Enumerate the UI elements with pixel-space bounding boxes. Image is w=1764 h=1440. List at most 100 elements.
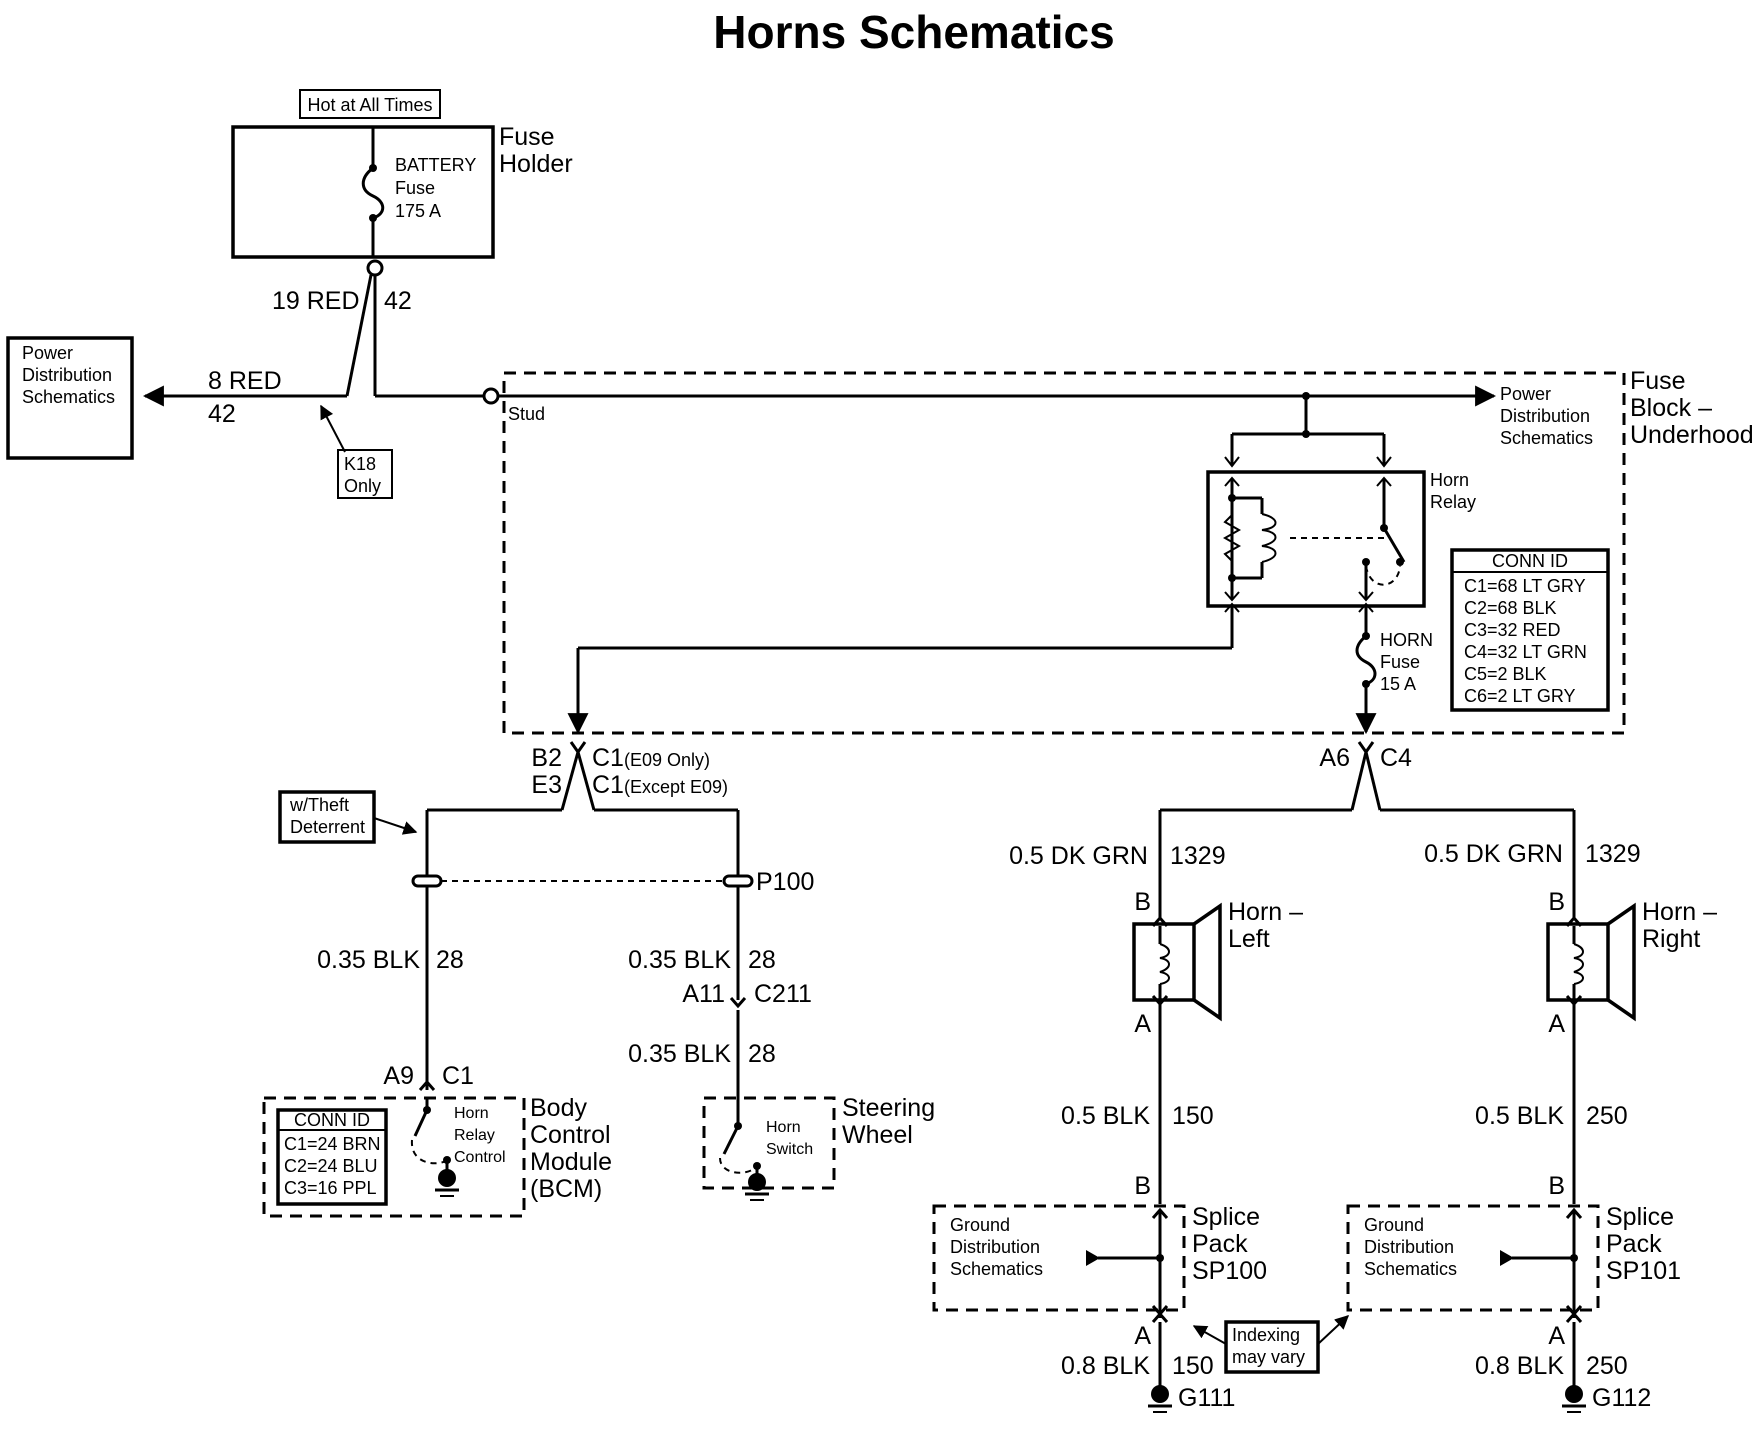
splice-pack-sp101: B Ground Distribution Schematics Splice …	[1346, 1172, 1681, 1350]
svg-text:28: 28	[748, 946, 776, 974]
wire-19-red	[345, 274, 373, 397]
svg-text:Wheel: Wheel	[842, 1121, 913, 1149]
svg-text:K18: K18	[344, 454, 376, 474]
horn-relay-label: Horn	[1430, 470, 1469, 490]
svg-text:Fuse: Fuse	[1380, 652, 1420, 672]
svg-text:Relay: Relay	[1430, 492, 1476, 512]
svg-text:250: 250	[1586, 1102, 1628, 1130]
conn-id-table-bcm: CONN ID C1=24 BRN C2=24 BLU C3=16 PPL	[276, 1108, 388, 1206]
svg-text:Power: Power	[22, 343, 73, 363]
svg-text:Ground: Ground	[1364, 1215, 1424, 1235]
svg-text:Pack: Pack	[1606, 1230, 1662, 1258]
svg-text:150: 150	[1172, 1352, 1214, 1380]
horn-relay: Horn Relay	[1206, 470, 1476, 608]
svg-text:Indexing: Indexing	[1232, 1325, 1300, 1345]
svg-text:Horn: Horn	[454, 1105, 489, 1122]
svg-text:A: A	[1548, 1322, 1565, 1350]
svg-text:A9: A9	[383, 1062, 414, 1090]
horn-fuse-icon	[1355, 634, 1377, 686]
svg-text:C211: C211	[754, 980, 812, 1008]
ground-distribution-ref-left[interactable]	[1086, 1250, 1100, 1266]
horn-left: B Horn – Left A	[1132, 888, 1303, 1038]
battery-fuse-icon	[361, 166, 385, 220]
svg-text:Distribution: Distribution	[1364, 1237, 1454, 1257]
svg-text:Pack: Pack	[1192, 1230, 1248, 1258]
svg-text:B: B	[1548, 888, 1565, 916]
svg-text:Control: Control	[530, 1121, 611, 1149]
connector-a9-c1	[418, 1079, 436, 1091]
svg-text:A6: A6	[1319, 744, 1350, 772]
fuse-holder: Hot at All Times Fuse Holder BATTERY Fus…	[231, 89, 573, 277]
sp101-label: Splice	[1606, 1203, 1674, 1231]
svg-text:0.5 DK GRN: 0.5 DK GRN	[1009, 842, 1148, 870]
svg-text:Underhood: Underhood	[1630, 421, 1754, 449]
svg-text:C5=2 BLK: C5=2 BLK	[1464, 664, 1547, 684]
g111-ground-icon	[1151, 1385, 1169, 1403]
svg-text:C4: C4	[1380, 744, 1412, 772]
svg-text:Relay: Relay	[454, 1127, 495, 1144]
power-distribution-ref-left[interactable]	[6, 336, 134, 460]
connector-b2-e3	[569, 741, 587, 755]
theft-deterrent-box	[278, 790, 376, 844]
steering-wheel-label: Steering	[842, 1094, 935, 1122]
svg-text:SP100: SP100	[1192, 1257, 1267, 1285]
svg-text:C6=2 LT GRY: C6=2 LT GRY	[1464, 686, 1576, 706]
hot-at-all-times-box	[299, 89, 441, 119]
bcm-ground-icon	[438, 1169, 456, 1187]
battery-fuse-label: BATTERY	[395, 155, 476, 175]
ground-distribution-ref-right[interactable]	[1500, 1250, 1514, 1266]
p100-splice-right	[722, 874, 754, 888]
svg-text:28: 28	[748, 1040, 776, 1068]
steering-wheel-module	[702, 1096, 836, 1190]
svg-text:Deterrent: Deterrent	[290, 817, 365, 837]
svg-text:B: B	[1548, 1172, 1565, 1200]
wire-19-red-label: 19 RED	[272, 287, 360, 315]
svg-text:may vary: may vary	[1232, 1347, 1305, 1367]
svg-text:C2=24 BLU: C2=24 BLU	[284, 1156, 378, 1176]
svg-text:C1: C1	[592, 744, 624, 772]
power-distribution-ref-right[interactable]: Power	[1500, 384, 1551, 404]
svg-text:B2: B2	[531, 744, 562, 772]
relay-coil-icon	[1261, 513, 1277, 563]
svg-text:C1: C1	[442, 1062, 474, 1090]
svg-text:Holder: Holder	[499, 150, 573, 178]
splice-pack-sp100: B Ground Distribution Schematics Splice …	[932, 1172, 1267, 1350]
svg-text:Block –: Block –	[1630, 394, 1712, 422]
svg-text:C2=68 BLK: C2=68 BLK	[1464, 598, 1557, 618]
svg-text:28: 28	[436, 946, 464, 974]
svg-text:A11: A11	[682, 980, 725, 1008]
stud-label: Stud	[508, 404, 545, 424]
k18-only-box	[337, 449, 393, 499]
svg-text:(BCM): (BCM)	[530, 1175, 602, 1203]
svg-text:A: A	[1134, 1322, 1151, 1350]
fuse-block-underhood	[502, 371, 1626, 735]
bcm-relay-switch	[413, 1109, 429, 1137]
horn-relay-box	[1206, 470, 1426, 608]
svg-text:C3=32 RED: C3=32 RED	[1464, 620, 1561, 640]
fuse-holder-label: Fuse	[499, 123, 555, 151]
g112-ground-icon	[1565, 1385, 1583, 1403]
svg-text:0.35 BLK: 0.35 BLK	[628, 946, 731, 974]
svg-text:Distribution: Distribution	[950, 1237, 1040, 1257]
stud-terminal	[482, 387, 500, 405]
conn-id-table-fuse-block: CONN ID C1=68 LT GRY C2=68 BLK C3=32 RED…	[1450, 548, 1610, 712]
fuse-block-label: Fuse	[1630, 367, 1686, 395]
svg-text:Right: Right	[1642, 925, 1700, 953]
wire-8-red-label: 8 RED	[208, 367, 282, 395]
body-control-module	[262, 1096, 526, 1218]
connector-a6-c4	[1357, 741, 1375, 755]
horn-left-coil-icon	[1159, 943, 1170, 985]
svg-text:B: B	[1134, 888, 1151, 916]
svg-text:150: 150	[1172, 1102, 1214, 1130]
horn-left-label: Horn –	[1228, 898, 1303, 926]
svg-text:0.35 BLK: 0.35 BLK	[317, 946, 420, 974]
g111-label: G111	[1178, 1384, 1235, 1412]
svg-text:0.5 BLK: 0.5 BLK	[1475, 1102, 1564, 1130]
svg-text:A: A	[1134, 1010, 1151, 1038]
connector-c211	[729, 997, 747, 1009]
sp100-label: Splice	[1192, 1203, 1260, 1231]
svg-text:0.35 BLK: 0.35 BLK	[628, 1040, 731, 1068]
svg-text:B: B	[1134, 1172, 1151, 1200]
svg-text:Module: Module	[530, 1148, 612, 1176]
svg-text:Schematics: Schematics	[1500, 428, 1593, 448]
